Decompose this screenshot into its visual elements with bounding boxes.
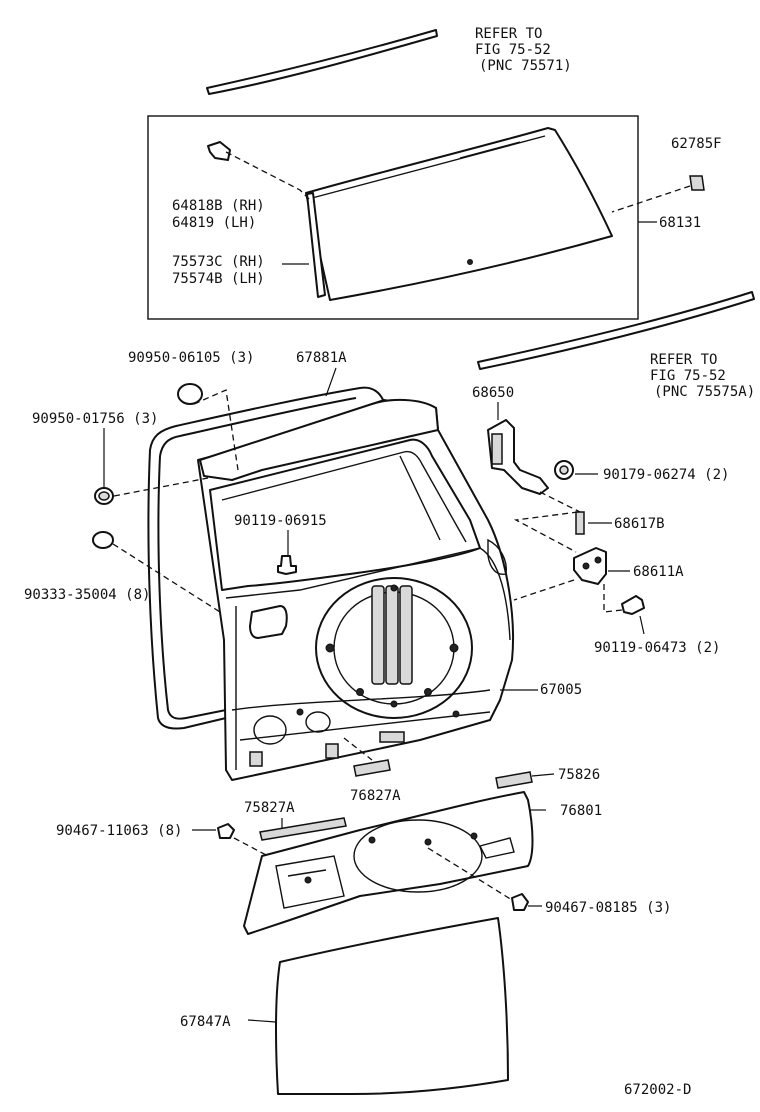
label-75574b: 75574B (LH) <box>172 271 265 287</box>
glass-spacer-62785f <box>689 175 705 191</box>
label-67881a: 67881A <box>296 350 347 366</box>
nut-90179-06274 <box>554 460 574 480</box>
hinge-68611a <box>573 547 607 585</box>
hole-plug-90950-06105 <box>177 383 203 405</box>
label-75827a: 75827A <box>244 800 295 816</box>
label-68650: 68650 <box>472 385 514 401</box>
hole-plug-90333-35004 <box>92 531 114 549</box>
hole-plug-90950-01756 <box>94 487 114 505</box>
upper-molding-strip <box>206 29 438 95</box>
refer-label-mid-2: FIG 75-52 <box>650 368 726 384</box>
label-90467-11063: 90467-11063 (8) <box>56 823 182 839</box>
refer-label-top-2: FIG 75-52 <box>475 42 551 58</box>
trim-board-76801 <box>243 791 534 935</box>
back-glass <box>305 127 613 301</box>
back-glass-group-box <box>147 115 639 320</box>
label-90119-06915: 90119-06915 <box>234 513 327 529</box>
label-62785f: 62785F <box>671 136 722 152</box>
bolt-90119-06473 <box>621 595 645 615</box>
label-64819: 64819 (LH) <box>172 215 256 231</box>
label-90467-08185: 90467-08185 (3) <box>545 900 671 916</box>
label-90119-06473: 90119-06473 (2) <box>594 640 720 656</box>
diagram-id: 672002-D <box>624 1082 691 1098</box>
trim-clip-76827a <box>353 759 391 777</box>
label-90179-06274: 90179-06274 (2) <box>603 467 729 483</box>
label-75573c: 75573C (RH) <box>172 254 265 270</box>
lower-molding-strip <box>477 291 755 370</box>
label-75826: 75826 <box>558 767 600 783</box>
trim-strip-75826 <box>495 771 533 789</box>
trim-strip-75827a <box>259 817 347 841</box>
label-90950-06105: 90950-06105 (3) <box>128 350 254 366</box>
service-hole-cover-67847a <box>275 917 509 1095</box>
label-68617b: 68617B <box>614 516 665 532</box>
label-67847a: 67847A <box>180 1014 231 1030</box>
refer-label-top-3: (PNC 75571) <box>479 58 572 74</box>
label-90333-35004: 90333-35004 (8) <box>24 587 150 603</box>
hinge-spacer-68617b <box>575 511 585 535</box>
clip-90467-11063 <box>217 823 235 839</box>
label-67005: 67005 <box>540 682 582 698</box>
refer-label-mid-3: (PNC 75575A) <box>654 384 755 400</box>
door-weatherstrip <box>147 386 386 730</box>
glass-stopper-clip <box>207 141 231 161</box>
label-76801: 76801 <box>560 803 602 819</box>
label-76827a: 76827A <box>350 788 401 804</box>
label-68131: 68131 <box>659 215 701 231</box>
clip-90467-08185 <box>511 893 529 911</box>
hinge-68650 <box>487 419 549 495</box>
refer-label-top-1: REFER TO <box>475 26 542 42</box>
label-64818b: 64818B (RH) <box>172 198 265 214</box>
refer-label-mid-1: REFER TO <box>650 352 717 368</box>
back-door-panel <box>197 398 514 781</box>
label-68611a: 68611A <box>633 564 684 580</box>
glass-side-molding <box>306 192 326 298</box>
screw-90119-06915 <box>277 555 297 575</box>
label-90950-01756: 90950-01756 (3) <box>32 411 158 427</box>
